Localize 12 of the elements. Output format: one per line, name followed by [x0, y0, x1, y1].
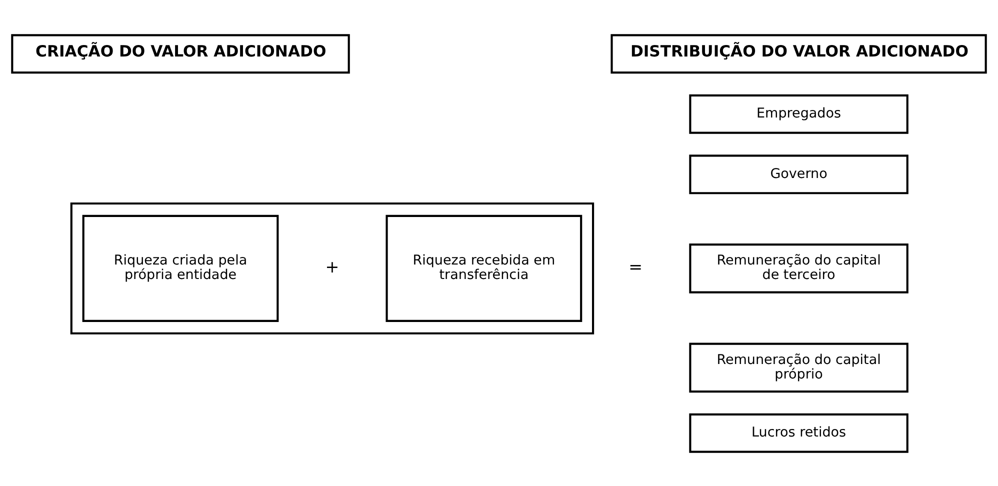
node-box: Riqueza recebida em transferência [386, 214, 582, 322]
node-box: CRIAÇÃO DO VALOR ADICIONADO [11, 34, 350, 74]
label: + [325, 256, 340, 276]
node-box: Remuneração do capital próprio [689, 342, 908, 392]
label: = [628, 256, 643, 276]
node-box: Riqueza criada pela própria entidade [82, 214, 279, 322]
cluster [70, 202, 594, 334]
node-box: Remuneração do capital de terceiro [689, 243, 908, 293]
node-box: Governo [689, 154, 908, 194]
node-box: DISTRIBUIÇÃO DO VALOR ADICIONADO [610, 34, 987, 74]
node-box: Lucros retidos [689, 412, 908, 452]
node-box: Empregados [689, 94, 908, 134]
